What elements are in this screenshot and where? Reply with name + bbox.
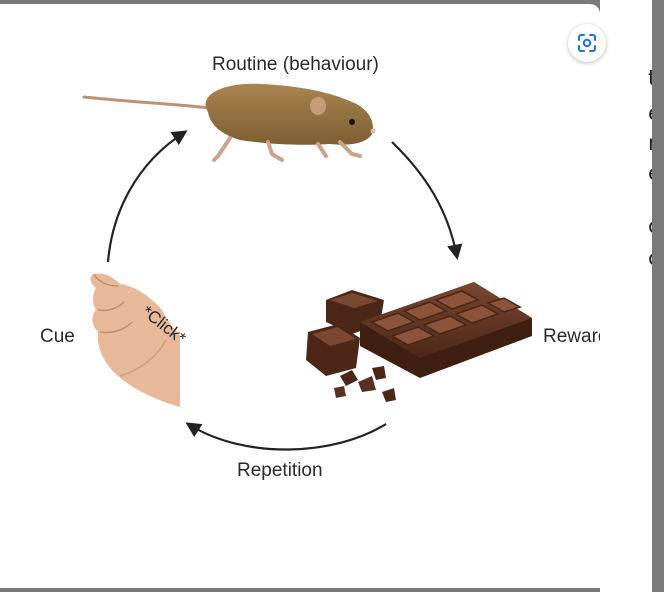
arrow-routine-to-reward [391,141,463,261]
label-reward: Reward [543,326,600,347]
image-preview-card[interactable]: Routine (behaviour) Cue Reward Repetitio… [0,4,600,588]
label-cue: Cue [40,326,75,347]
google-lens-icon [578,34,596,52]
background-text: c [648,248,652,269]
habit-loop-diagram [82,83,532,451]
label-routine: Routine (behaviour) [212,54,379,75]
mouse-illustration [82,83,376,162]
background-page: t e n e c c [600,0,652,592]
background-text: e [648,103,652,124]
chocolate-illustration [306,282,532,402]
hand-illustration [90,273,186,408]
arrow-reward-to-cue [185,422,387,451]
background-edge [652,0,664,592]
background-text: c [648,216,652,237]
background-text: e [648,163,652,184]
label-repetition: Repetition [237,460,323,481]
background-text: n [648,133,652,154]
arrow-cue-to-routine [106,130,188,263]
lens-search-button[interactable] [568,24,606,62]
background-text: t [648,68,652,89]
